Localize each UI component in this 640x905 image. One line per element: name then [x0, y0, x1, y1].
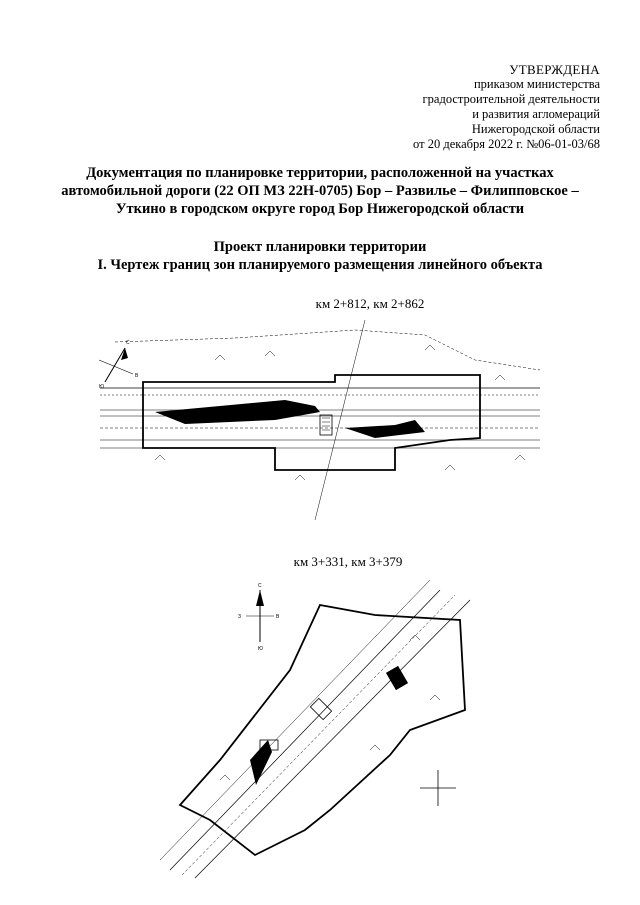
- compass-south-label: Ю: [258, 646, 263, 652]
- compass-north-label: С: [258, 583, 262, 589]
- approval-line: приказом министерства: [473, 77, 600, 91]
- compass-rose-icon: С Ю З В: [238, 583, 280, 652]
- compass-rose-icon: С Ю В: [98, 340, 139, 390]
- section-heading: Проект планировки территории I. Чертеж г…: [30, 238, 610, 274]
- drawing-caption-2: км 3+331, км 3+379: [293, 554, 403, 569]
- compass-east-label: В: [135, 373, 139, 379]
- compass-north-label: С: [126, 340, 130, 346]
- approval-line: от 20 декабря 2022 г. №06-01-03/68: [413, 137, 600, 151]
- approval-stamp: УТВЕРЖДЕНА приказом министерства градост…: [340, 62, 600, 152]
- document-title-line: Документация по планировке территории, р…: [86, 165, 554, 181]
- drawing-caption-1: км 2+812, км 2+862: [315, 296, 425, 311]
- compass-east-label: В: [276, 614, 280, 620]
- document-title-line: Уткино в городском округе город Бор Ниже…: [115, 201, 525, 217]
- crosshair-mark-icon: [420, 770, 456, 806]
- approval-line: и развития агломераций: [472, 107, 600, 121]
- approval-title: УТВЕРЖДЕНА: [509, 62, 600, 77]
- approval-line: градостроительной деятельности: [422, 92, 600, 106]
- approval-line: Нижегородской области: [471, 122, 600, 136]
- site-plan-drawing-1: С Ю В: [98, 319, 541, 521]
- section-title: Проект планировки территории: [213, 239, 427, 255]
- document-title: Документация по планировке территории, р…: [30, 164, 610, 218]
- compass-south-label: Ю: [99, 384, 104, 390]
- site-plan-drawing-2: С Ю З В: [159, 579, 471, 879]
- document-title-line: автомобильной дороги (22 ОП МЗ 22Н-0705)…: [61, 183, 579, 199]
- section-subtitle: I. Чертеж границ зон планируемого размещ…: [97, 257, 543, 273]
- compass-west-label: З: [238, 614, 241, 620]
